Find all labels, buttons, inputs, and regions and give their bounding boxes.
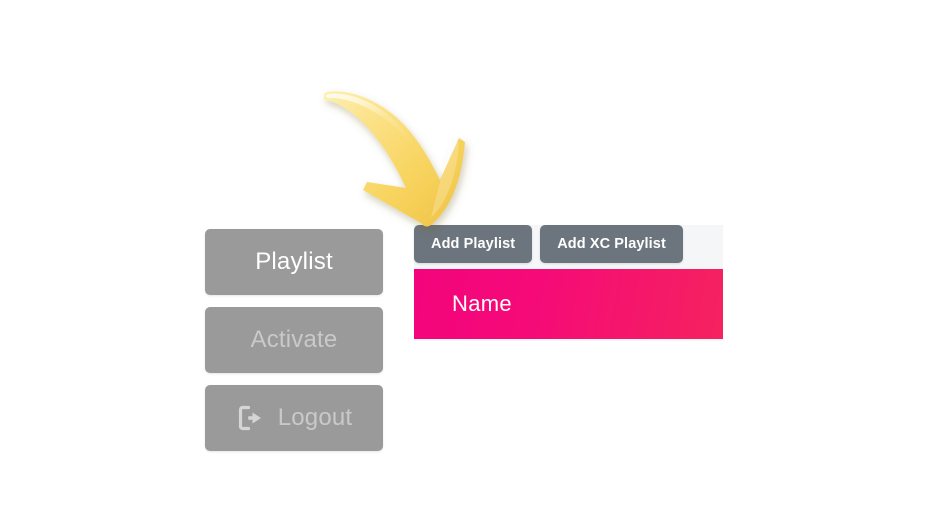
sidebar-item-logout[interactable]: Logout bbox=[205, 385, 383, 451]
sidebar-item-label: Activate bbox=[250, 326, 338, 353]
panel-toolbar: Add Playlist Add XC Playlist bbox=[414, 225, 723, 269]
sidebar-item-label: Logout bbox=[277, 404, 353, 431]
add-xc-playlist-button[interactable]: Add XC Playlist bbox=[540, 225, 683, 263]
logout-icon bbox=[236, 405, 266, 431]
playlist-table-header: Name bbox=[414, 269, 723, 339]
column-header-name: Name bbox=[452, 291, 512, 316]
curved-arrow-down-right-icon bbox=[310, 72, 485, 237]
sidebar-item-activate[interactable]: Activate bbox=[205, 307, 383, 373]
playlist-panel: Add Playlist Add XC Playlist Name bbox=[414, 225, 723, 341]
sidebar-item-playlist[interactable]: Playlist bbox=[205, 229, 383, 295]
add-playlist-button[interactable]: Add Playlist bbox=[414, 225, 533, 263]
sidebar-nav: Playlist Activate Logout bbox=[205, 229, 383, 463]
sidebar-item-label: Playlist bbox=[255, 248, 333, 275]
